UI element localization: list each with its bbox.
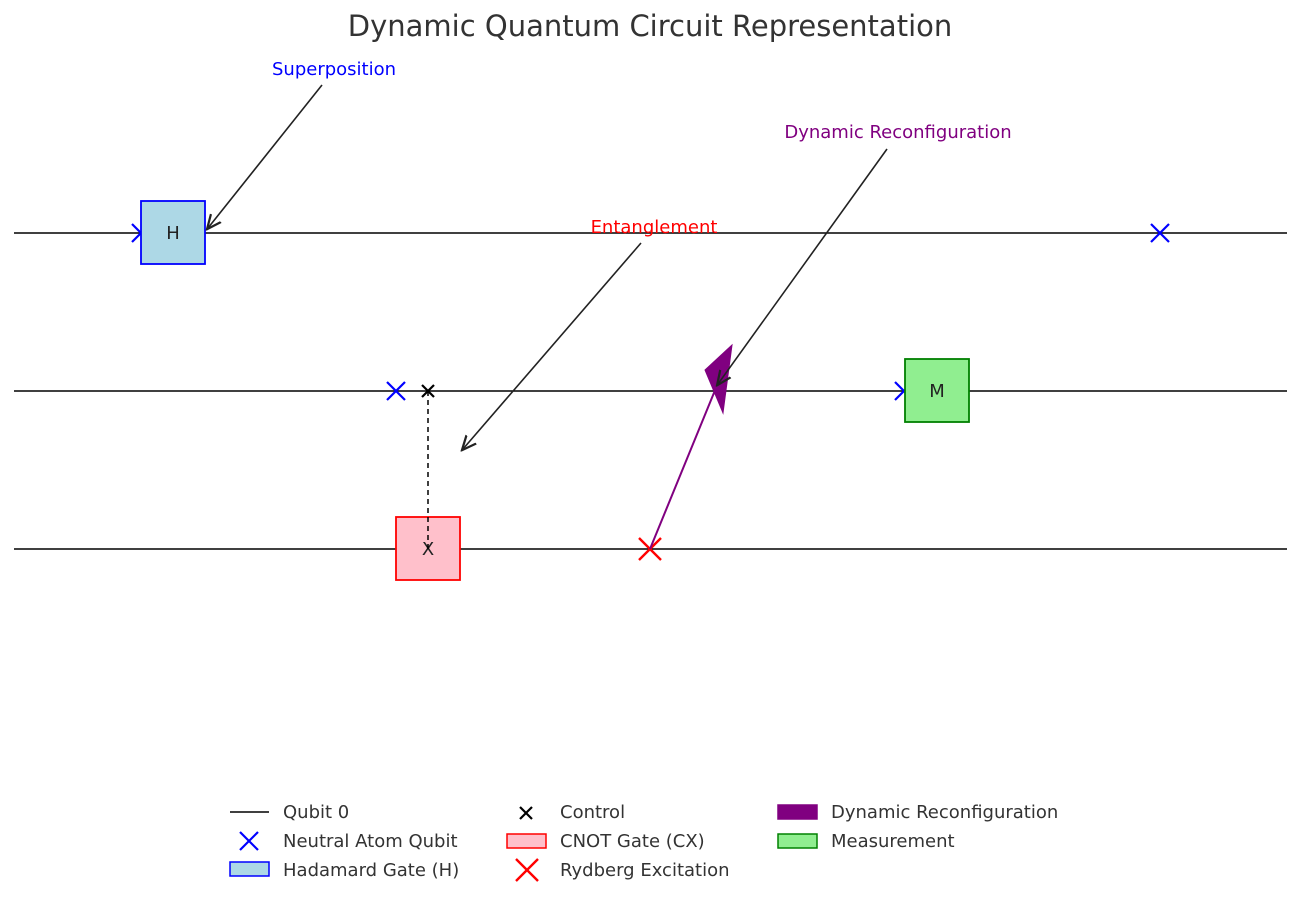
- legend-rydberg-swatch: [515, 858, 539, 882]
- cnot-gate-label: X: [422, 539, 434, 560]
- legend-label: Hadamard Gate (H): [283, 860, 459, 881]
- legend-label: CNOT Gate (CX): [560, 831, 705, 852]
- hadamard-gate: [140, 200, 206, 265]
- annotation-entanglement-arrow: [463, 242, 642, 449]
- annotation-superposition: Superposition: [272, 59, 396, 80]
- legend: Qubit 0 Neutral Atom Qubit Hadamard Gate…: [229, 802, 1058, 882]
- legend-label: Rydberg Excitation: [560, 860, 730, 881]
- reconfiguration-arrow-shaft: [649, 382, 719, 550]
- legend-label: Dynamic Reconfiguration: [831, 802, 1058, 823]
- hadamard-gate-label: H: [166, 223, 180, 244]
- measurement-gate: [904, 358, 970, 423]
- annotation-superposition-arrow: [208, 84, 323, 228]
- measurement-gate-label: M: [929, 381, 945, 402]
- legend-neutral-atom-swatch: [239, 831, 259, 851]
- legend-label: Neutral Atom Qubit: [283, 831, 458, 852]
- legend-control-swatch: [519, 806, 533, 820]
- annotation-entanglement: Entanglement: [591, 217, 718, 238]
- legend-hadamard-swatch: [229, 861, 270, 877]
- legend-cnot-swatch: [506, 833, 547, 849]
- legend-reconfiguration-swatch: [777, 804, 818, 820]
- legend-label: Control: [560, 802, 625, 823]
- annotation-reconfiguration: Dynamic Reconfiguration: [784, 122, 1011, 143]
- legend-label: Qubit 0: [283, 802, 349, 823]
- diagram-title: Dynamic Quantum Circuit Representation: [348, 9, 953, 43]
- annotation-reconfiguration-arrow: [718, 148, 888, 384]
- neutral-atom-marker: [1150, 223, 1170, 243]
- legend-label: Measurement: [831, 831, 955, 852]
- neutral-atom-marker: [386, 381, 406, 401]
- legend-measurement-swatch: [777, 833, 818, 849]
